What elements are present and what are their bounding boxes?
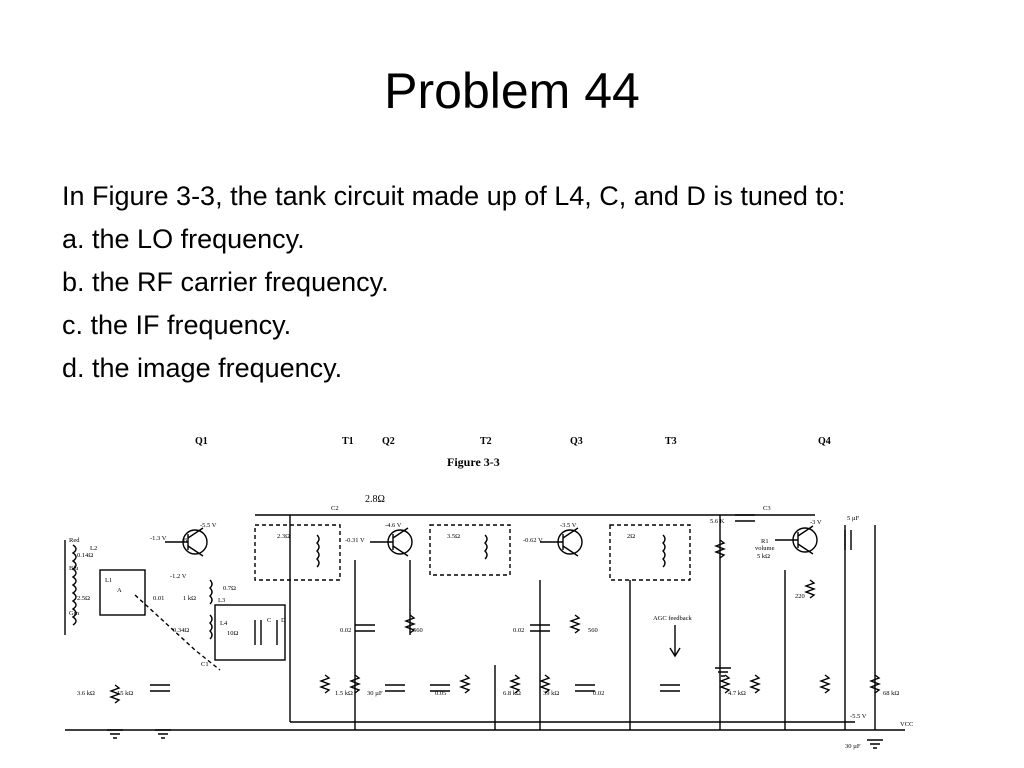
voltage-label: -1.3 V xyxy=(150,535,167,542)
voltage-label: -4.6 V xyxy=(385,522,402,529)
option-c: c. the IF frequency. xyxy=(62,310,292,340)
component-label: Grn xyxy=(69,610,80,617)
label-t1: T1 xyxy=(342,436,354,447)
option-b: b. the RF carrier frequency. xyxy=(62,267,389,297)
component-label: 2.5Ω xyxy=(77,595,90,602)
figure-caption: Figure 3-3 xyxy=(447,455,500,469)
component-label: C2 xyxy=(331,505,339,512)
component-label: Blu xyxy=(69,565,79,572)
component-label: 0.7Ω xyxy=(223,585,236,592)
component-label: 1.5 kΩ xyxy=(335,690,353,697)
component-label: 6.8 kΩ xyxy=(503,690,521,697)
component-label: 0.05 xyxy=(435,690,446,697)
component-label: 15 kΩ xyxy=(117,690,133,697)
component-label: 30 µF xyxy=(367,690,383,697)
component-label: 3.5Ω xyxy=(447,533,460,540)
component-label: L4 xyxy=(220,620,228,627)
voltage-label: -1.2 V xyxy=(170,573,187,580)
component-label: 0.02 xyxy=(513,627,524,634)
voltage-label: -3.5 V xyxy=(560,522,577,529)
voltage-label: -5.5 V xyxy=(200,522,217,529)
component-label: C xyxy=(267,617,271,624)
voltage-label: -0.31 V xyxy=(345,537,365,544)
component-label: 5.6 K xyxy=(710,518,725,525)
component-label: 0.01 xyxy=(153,595,164,602)
component-label: 560 xyxy=(588,627,598,634)
component-label: D xyxy=(281,617,286,624)
component-label: 1 kΩ xyxy=(183,595,196,602)
option-a: a. the LO frequency. xyxy=(62,224,305,254)
component-label: 68 kΩ xyxy=(883,690,899,697)
circuit-figure: Q1 T1 Q2 T2 Q3 T3 Q4 Figure 3-3 2.8Ω -1.… xyxy=(64,436,913,750)
component-label: 560 xyxy=(413,627,423,634)
component-label: 2Ω xyxy=(627,533,635,540)
component-label: VCC xyxy=(900,721,913,728)
question-text: In Figure 3-3, the tank circuit made up … xyxy=(62,181,846,211)
component-label: 2.3Ω xyxy=(277,533,290,540)
component-label: 5 kΩ xyxy=(757,553,770,560)
component-label: 0.14Ω xyxy=(77,552,93,559)
component-label: 220 xyxy=(795,593,805,600)
component-label: 0.02 xyxy=(340,627,351,634)
label-q2: Q2 xyxy=(382,436,395,447)
component-label: 3.6 kΩ xyxy=(77,690,95,697)
label-t2: T2 xyxy=(480,436,492,447)
component-label: 4.7 kΩ xyxy=(728,690,746,697)
option-d: d. the image frequency. xyxy=(62,353,343,383)
component-label: C3 xyxy=(763,505,771,512)
component-label: AGC feedback xyxy=(653,615,693,622)
voltage-label: -3 V xyxy=(810,519,822,526)
component-label: L2 xyxy=(90,545,97,552)
voltage-label: -0.62 V xyxy=(523,537,543,544)
component-label: L1 xyxy=(105,577,112,584)
component-label: 0.02 xyxy=(593,690,604,697)
component-label: A xyxy=(117,587,122,594)
component-label: C1 xyxy=(201,661,209,668)
resistance-label: 2.8Ω xyxy=(365,494,385,505)
component-label: 30 µF xyxy=(845,743,861,750)
slide-title: Problem 44 xyxy=(384,63,640,119)
component-label: 0.34Ω xyxy=(173,627,189,634)
label-q1: Q1 xyxy=(195,436,208,447)
label-t3: T3 xyxy=(665,436,677,447)
component-label: Red xyxy=(69,537,80,544)
label-q4: Q4 xyxy=(818,436,831,447)
component-label: B xyxy=(183,537,188,544)
component-label: 10Ω xyxy=(227,630,239,637)
component-label: volume xyxy=(755,545,775,552)
label-q3: Q3 xyxy=(570,436,583,447)
component-label: L3 xyxy=(218,597,225,604)
component-label: R1 xyxy=(761,538,769,545)
component-label: 39 kΩ xyxy=(543,690,559,697)
component-label: 5 µF xyxy=(847,515,860,522)
question-body: In Figure 3-3, the tank circuit made up … xyxy=(62,180,962,395)
voltage-label: -5.5 V xyxy=(850,713,867,720)
